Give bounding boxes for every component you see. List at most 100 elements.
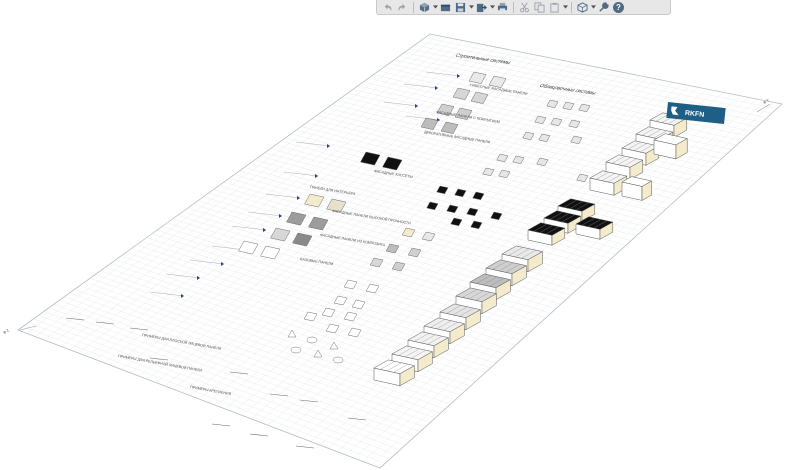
section-header-4: ФАСАДНЫЕ КАССЕТЫ bbox=[374, 169, 413, 179]
tag-arrow-icon bbox=[197, 276, 200, 280]
undo-button[interactable] bbox=[380, 1, 395, 14]
save-button[interactable] bbox=[453, 1, 468, 14]
viewer-toolbar: ? bbox=[376, 0, 671, 15]
section-header-5: ПАНЕЛИ ДЛЯ ИНТЕРЬЕРА bbox=[310, 185, 356, 196]
dimension-tick bbox=[211, 423, 231, 427]
box-grid-line bbox=[459, 308, 474, 317]
panel-swatch bbox=[576, 173, 589, 183]
grid-line bbox=[86, 47, 498, 357]
panel-swatch bbox=[472, 191, 485, 201]
help-icon: ? bbox=[616, 2, 621, 12]
copy-button[interactable] bbox=[532, 1, 547, 14]
help-button[interactable]: ? bbox=[613, 1, 624, 13]
panel-swatch bbox=[490, 211, 503, 221]
section-box-button[interactable] bbox=[438, 1, 453, 14]
box-grid-line bbox=[489, 278, 504, 287]
box-grid-line bbox=[398, 347, 413, 356]
box-grid-line bbox=[411, 350, 426, 359]
panel-swatch bbox=[546, 99, 559, 109]
grid-line bbox=[60, 42, 473, 347]
panel-swatch bbox=[391, 261, 406, 272]
grid-line bbox=[224, 73, 632, 409]
panel-swatch bbox=[496, 153, 509, 163]
panel-swatch bbox=[286, 211, 307, 226]
panel-swatch bbox=[260, 245, 281, 260]
grid-line bbox=[121, 53, 531, 370]
chevron-down-icon bbox=[468, 5, 474, 9]
grid-line bbox=[138, 57, 548, 377]
grid-line bbox=[250, 78, 657, 419]
panel-swatch bbox=[522, 131, 535, 141]
cut-button[interactable] bbox=[517, 1, 532, 14]
box-grid-line bbox=[514, 248, 530, 258]
annotation-tags bbox=[65, 71, 461, 449]
box-grid-line bbox=[462, 289, 477, 298]
box-grid-line bbox=[647, 129, 661, 137]
symbol-ellipse bbox=[290, 346, 302, 354]
box-grid-line bbox=[587, 219, 601, 227]
panel-box bbox=[575, 216, 614, 240]
tag-arrow-icon bbox=[315, 174, 318, 178]
panel-swatch bbox=[470, 220, 483, 230]
view-cube-menu-caret[interactable] bbox=[432, 1, 438, 14]
tag-leader bbox=[265, 193, 301, 199]
measure-button[interactable] bbox=[575, 1, 590, 14]
measure-menu-caret[interactable] bbox=[590, 1, 596, 14]
box-grid-line bbox=[446, 305, 461, 314]
box-grid-line bbox=[595, 171, 609, 180]
paste-button[interactable] bbox=[547, 1, 562, 14]
panel-swatch bbox=[326, 198, 347, 213]
view-cube-button[interactable] bbox=[417, 1, 432, 14]
box-grid-line bbox=[508, 247, 523, 256]
box-grid-line bbox=[569, 201, 583, 209]
tag-arrow-icon bbox=[279, 214, 282, 218]
panel-swatch bbox=[407, 247, 422, 258]
redo-button[interactable] bbox=[395, 1, 410, 14]
dimension-tick bbox=[295, 445, 315, 449]
panel-swatch bbox=[385, 243, 400, 254]
panel-swatch bbox=[468, 71, 487, 84]
grid-line bbox=[112, 52, 523, 367]
panel-swatch bbox=[420, 117, 439, 130]
grid-line bbox=[26, 35, 439, 334]
tag-arrow-icon bbox=[415, 104, 418, 108]
panel-swatch bbox=[534, 115, 547, 125]
panel-swatch bbox=[450, 217, 463, 227]
box-grid-line bbox=[575, 202, 589, 211]
section-box-icon bbox=[440, 4, 451, 11]
grid-line bbox=[362, 100, 766, 462]
save-menu-caret[interactable] bbox=[468, 1, 474, 14]
panel-swatch bbox=[470, 91, 489, 104]
export-icon bbox=[476, 3, 487, 12]
box-grid-line bbox=[443, 322, 458, 331]
grid-line bbox=[267, 82, 674, 426]
box-grid-line bbox=[623, 158, 637, 167]
box-grid-line bbox=[617, 157, 631, 165]
export-menu-caret[interactable] bbox=[489, 1, 495, 14]
panel-swatch bbox=[452, 87, 471, 100]
box-grid-line bbox=[393, 364, 408, 373]
dimension-tick bbox=[269, 393, 289, 397]
panel-swatch bbox=[303, 311, 318, 322]
sheet-3d-view[interactable]: ⊕ Z ⊕ Y Строительные системы Облицовочны… bbox=[0, 16, 800, 470]
export-button[interactable] bbox=[474, 1, 489, 14]
box-grid-line bbox=[404, 348, 420, 358]
model-viewport[interactable]: ⊕ Z ⊕ Y Строительные системы Облицовочны… bbox=[0, 16, 800, 470]
box-grid-line bbox=[475, 292, 490, 301]
cut-icon bbox=[520, 2, 529, 12]
panel-swatch bbox=[446, 204, 459, 214]
settings-button[interactable] bbox=[596, 1, 611, 14]
panel-swatch bbox=[570, 135, 583, 145]
box-grid-line bbox=[607, 174, 621, 183]
box-grid-line bbox=[639, 144, 653, 153]
print-button[interactable] bbox=[495, 1, 510, 14]
paste-menu-caret[interactable] bbox=[562, 1, 568, 14]
panel-swatch bbox=[333, 295, 348, 306]
grid-line bbox=[276, 83, 682, 429]
grid-line bbox=[173, 63, 581, 390]
panel-box bbox=[653, 133, 688, 160]
panel-box bbox=[589, 170, 628, 196]
dimension-tick bbox=[149, 357, 169, 361]
grid-line bbox=[345, 97, 749, 455]
panel-swatch bbox=[401, 227, 416, 238]
